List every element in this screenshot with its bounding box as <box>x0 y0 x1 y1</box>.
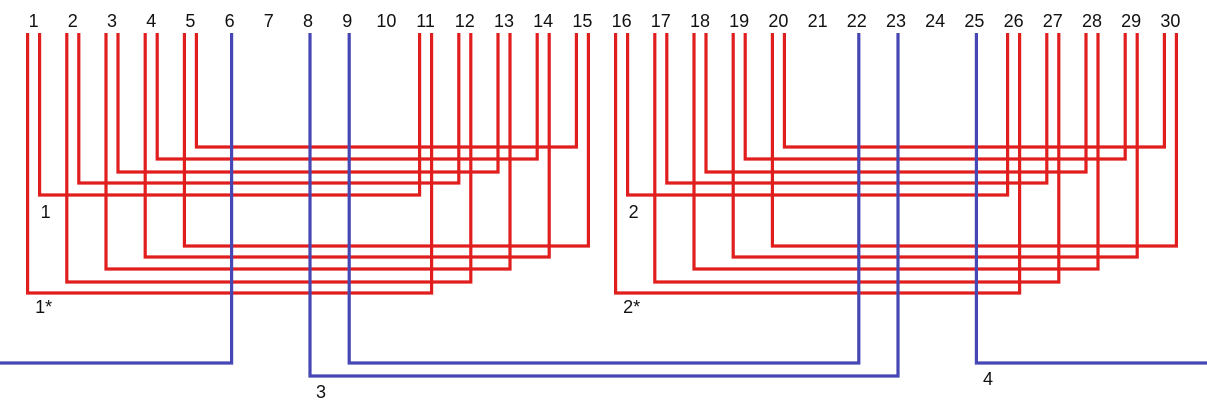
coil-upper-layer <box>194 33 579 149</box>
slot-number-label: 17 <box>651 11 671 31</box>
slot-number-label: 24 <box>925 11 945 31</box>
phase-lead <box>974 33 1207 365</box>
coil-upper-layer <box>782 33 1167 149</box>
slot-number-label: 1 <box>29 11 39 31</box>
slot-number-label: 4 <box>146 11 156 31</box>
slot-number-label: 14 <box>533 11 553 31</box>
slot-number-label: 8 <box>303 11 313 31</box>
phase-lead <box>0 33 234 365</box>
slot-number-label: 2 <box>68 11 78 31</box>
coil-lower-layer <box>26 33 434 295</box>
slot-number-label: 13 <box>494 11 514 31</box>
slot-number-label: 10 <box>376 11 396 31</box>
slot-number-label: 21 <box>808 11 828 31</box>
slot-number-label: 3 <box>107 11 117 31</box>
lead-label: 3 <box>316 382 326 402</box>
slot-number-label: 20 <box>768 11 788 31</box>
slot-number-label: 26 <box>1004 11 1024 31</box>
coil-lower-layer <box>731 33 1139 259</box>
slot-number-label: 25 <box>964 11 984 31</box>
slot-number-label: 7 <box>264 11 274 31</box>
slot-number-label: 30 <box>1160 11 1180 31</box>
coil-lower-layer <box>182 33 591 248</box>
coil-upper-layer <box>116 33 500 174</box>
slot-number-label: 19 <box>729 11 749 31</box>
coil-upper-layer <box>37 33 422 197</box>
coil-upper-layer <box>77 33 461 185</box>
coil-upper-layer <box>155 33 539 161</box>
coil-group-start-label: 1 <box>41 202 51 222</box>
slot-number-label: 6 <box>225 11 235 31</box>
coil-lower-layer <box>143 33 551 259</box>
slot-number-label: 22 <box>847 11 867 31</box>
coil-group-end-label: 2* <box>623 297 640 317</box>
lead-label: 4 <box>983 369 993 389</box>
coil-lower-layer <box>613 33 1022 295</box>
slot-number-label: 18 <box>690 11 710 31</box>
slot-number-label: 28 <box>1082 11 1102 31</box>
slot-number-label: 16 <box>612 11 632 31</box>
coil-lower-layer <box>770 33 1179 248</box>
phase-lead <box>347 33 861 365</box>
phase-lead <box>308 33 900 378</box>
slot-number-label: 23 <box>886 11 906 31</box>
slot-number-label: 27 <box>1043 11 1063 31</box>
slot-number-label: 29 <box>1121 11 1141 31</box>
slot-number-label: 12 <box>455 11 475 31</box>
slot-number-label: 5 <box>185 11 195 31</box>
coil-upper-layer <box>625 33 1010 197</box>
coil-upper-layer <box>743 33 1127 161</box>
coil-group-start-label: 2 <box>629 202 639 222</box>
coil-upper-layer <box>665 33 1049 185</box>
coil-upper-layer <box>704 33 1088 174</box>
slot-number-label: 15 <box>572 11 592 31</box>
coil-lower-layer <box>104 33 512 271</box>
slot-number-label: 11 <box>416 11 435 31</box>
coil-group-end-label: 1* <box>35 297 52 317</box>
coil-lower-layer <box>692 33 1100 271</box>
slot-number-label: 9 <box>342 11 352 31</box>
